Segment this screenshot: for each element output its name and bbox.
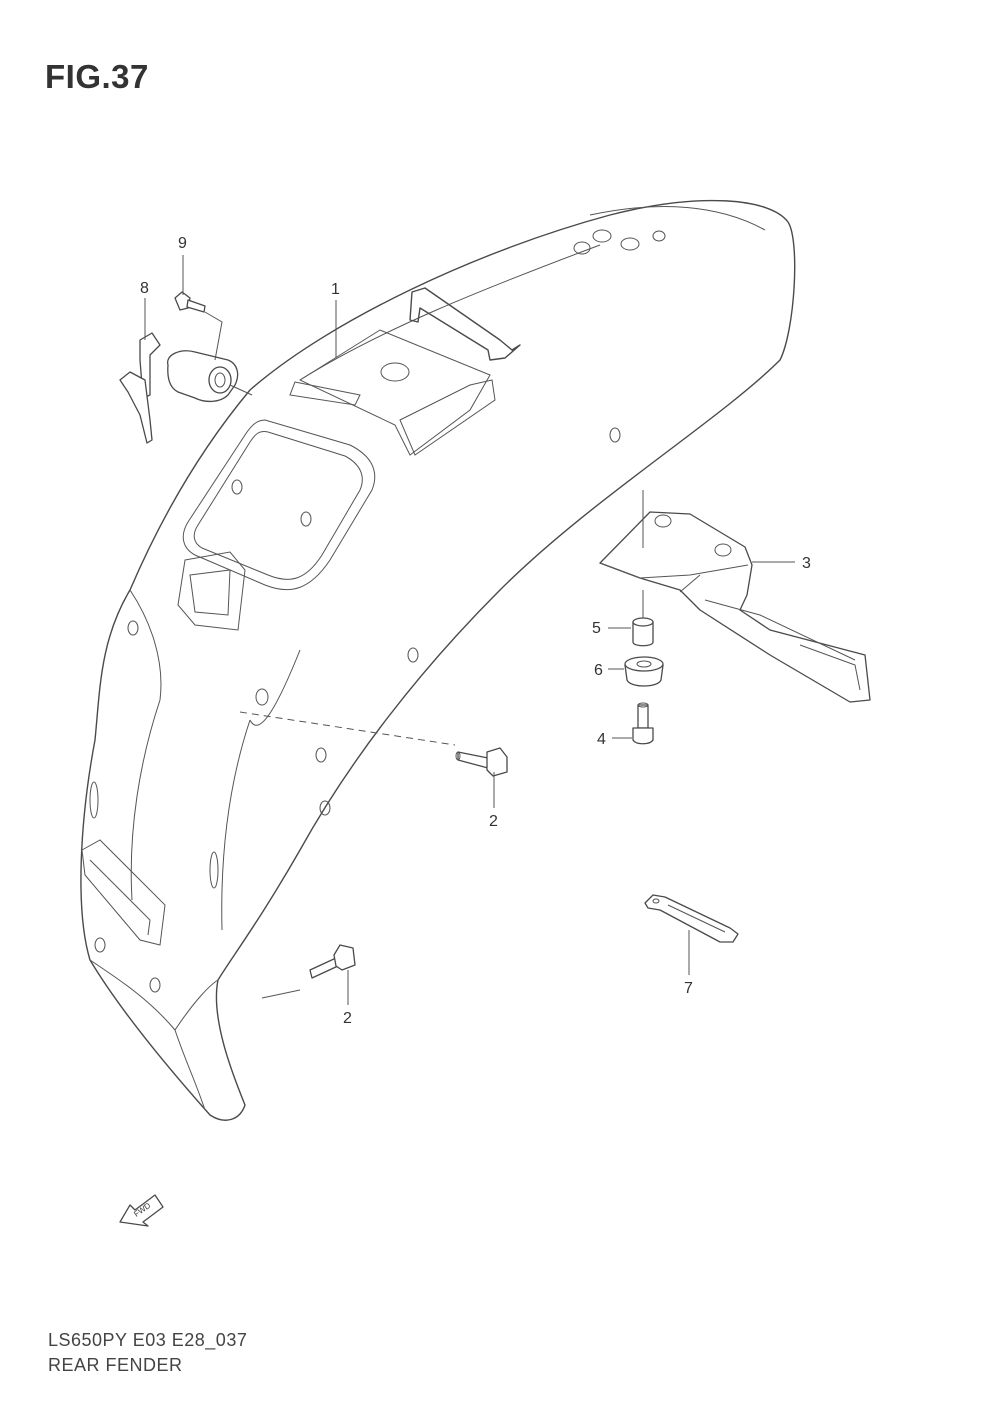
figure-title: FIG.37 xyxy=(45,58,149,95)
callout-1: 1 xyxy=(331,281,340,298)
bolt-2-upper[interactable] xyxy=(455,747,508,777)
spacer-5[interactable] xyxy=(632,617,654,647)
callout-9: 9 xyxy=(178,235,187,252)
callout-6: 6 xyxy=(594,662,603,679)
callout-2-lower: 2 xyxy=(343,1010,352,1027)
callout-2-upper: 2 xyxy=(489,813,498,830)
rear-bracket[interactable] xyxy=(599,511,871,703)
strap-7[interactable] xyxy=(644,894,739,943)
callout-8: 8 xyxy=(140,280,149,297)
bolt-2-lower[interactable] xyxy=(309,944,356,979)
bolt-4[interactable] xyxy=(632,702,654,745)
model-code: LS650PY E03 E28_037 xyxy=(48,1330,248,1350)
screw-9[interactable] xyxy=(174,291,206,313)
rear-fender[interactable] xyxy=(80,199,796,1121)
callout-7: 7 xyxy=(684,980,693,997)
callout-5: 5 xyxy=(592,620,601,637)
seat-lock-8[interactable] xyxy=(119,332,253,444)
fwd-arrow-icon: FWD xyxy=(119,1194,164,1227)
part-name: REAR FENDER xyxy=(48,1355,183,1375)
callout-4: 4 xyxy=(597,731,606,748)
callout-3: 3 xyxy=(802,555,811,572)
grommet-6[interactable] xyxy=(624,656,664,687)
